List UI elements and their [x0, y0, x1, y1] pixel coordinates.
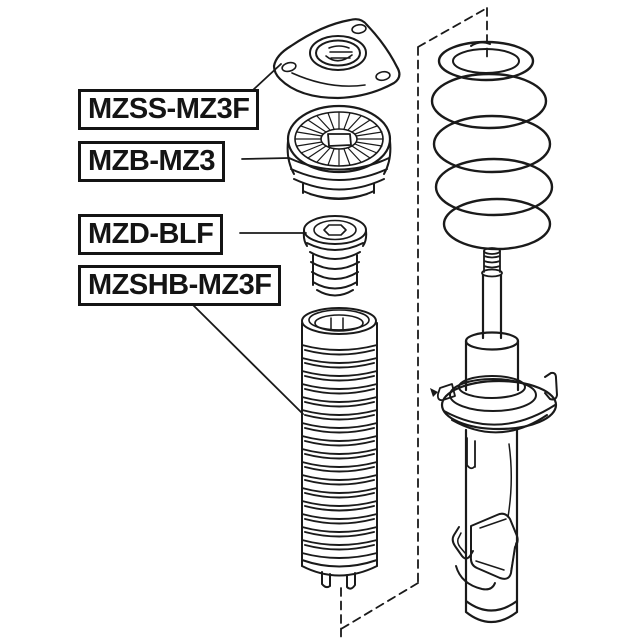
- strut-mount-drawing: [272, 18, 401, 100]
- leader-lines: [190, 63, 307, 415]
- shock-absorber-boot-drawing: [301, 307, 378, 590]
- part-label-shock-absorber-boot: MZSHB-MZ3F: [78, 265, 282, 306]
- shock-absorber-drawing: [430, 247, 558, 624]
- bump-stop-drawing: [302, 215, 368, 297]
- part-label-bump-stop: MZD-BLF: [78, 214, 224, 255]
- coil-spring-drawing: [430, 40, 554, 251]
- part-label-strut-mount-bearing: MZB-MZ3: [78, 141, 225, 182]
- projection-dashed-lines: [340, 7, 488, 640]
- leader-line-boot: [190, 302, 304, 415]
- strut-mount-bearing-drawing: [286, 104, 392, 200]
- leader-line-bearing: [241, 157, 290, 160]
- leader-line-strut-mount: [252, 63, 282, 91]
- part-label-strut-mount: MZSS-MZ3F: [78, 89, 260, 130]
